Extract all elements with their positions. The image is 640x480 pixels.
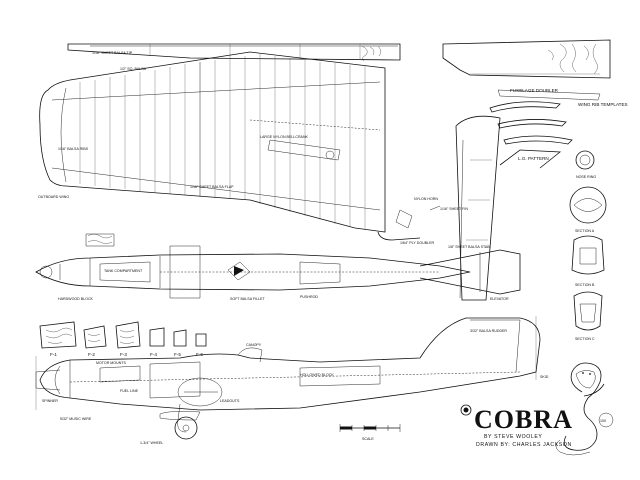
section-a-label: SECTION A bbox=[575, 229, 595, 233]
scale-bar: SCALE bbox=[339, 424, 401, 441]
stab-note: 1/8" SHEET BALSA STAB bbox=[448, 245, 490, 249]
wheel-note: 1-3/4" WHEEL bbox=[140, 441, 163, 445]
horn-note: NYLON HORN bbox=[414, 197, 438, 201]
wing-rib-note: 1/16" BALSA RIBS bbox=[58, 147, 89, 151]
section-b: SECTION B bbox=[571, 235, 605, 287]
nose-ring-label: NOSE RING bbox=[576, 175, 596, 179]
doubler-ply-note: 1/64" PLY DOUBLER bbox=[400, 241, 435, 245]
fin-note: 1/16" SHEET FIN bbox=[440, 207, 468, 211]
leadouts-note: LEADOUTS bbox=[220, 399, 240, 403]
skid-note: SKID bbox=[540, 375, 549, 379]
fuselage-side-view: SPINNER HOLLOWED BLOCK 3/32" BALSA RUDDE… bbox=[35, 241, 549, 445]
wing-rib-templates: WING RIB TEMPLATES bbox=[489, 89, 628, 145]
lg-pattern: L.G. PATTERN bbox=[499, 149, 562, 169]
formers-row: F-1 F-2 F-3 F-4 F-5 F-6 bbox=[39, 321, 207, 357]
fuselage-doubler-label: FUSELAGE DOUBLER bbox=[510, 88, 559, 93]
former-f5: F-5 bbox=[174, 352, 181, 357]
tank-note: TANK COMPARTMENT bbox=[104, 269, 143, 273]
hardwood-note: HARDWOOD BLOCK bbox=[58, 297, 94, 301]
fuel-line-note: FUEL LINE bbox=[120, 389, 139, 393]
section-c: SECTION C bbox=[573, 291, 603, 341]
scale-label: SCALE bbox=[362, 437, 374, 441]
fuselage-doubler-piece: FUSELAGE DOUBLER bbox=[442, 39, 611, 93]
wing-le-note: 1/2" SQ. BALSA bbox=[120, 67, 147, 71]
wing-flap-note: 1/16" SHEET BALSA FLAP bbox=[190, 185, 234, 189]
wing-sheet-strip: 1/16" SHEET BALSA TIP bbox=[67, 43, 401, 62]
drafter-credit: DRAWN BY: CHARLES JACKSON bbox=[476, 442, 572, 448]
former-f2: F-2 bbox=[88, 352, 95, 357]
vertical-fin: 1/16" SHEET FIN bbox=[440, 115, 501, 301]
wing-bellcrank-note: LARGE NYLON BELLCRANK bbox=[260, 135, 309, 139]
lg-pattern-label: L.G. PATTERN bbox=[518, 156, 549, 161]
nose-ring: NOSE RING bbox=[575, 150, 596, 179]
former-f6: F-6 bbox=[196, 352, 203, 357]
section-c-label: SECTION C bbox=[575, 337, 595, 341]
cobra-badge: 100 bbox=[600, 419, 606, 423]
section-a: SECTION A bbox=[569, 186, 607, 233]
wing-plan: 1/16" BALSA RIBS 1/16" SHEET BALSA FLAP … bbox=[38, 51, 386, 233]
plan-title: COBRA bbox=[474, 405, 573, 434]
designer-credit: BY STEVE WOOLEY bbox=[484, 434, 543, 440]
wing-top-note: 1/16" SHEET BALSA TIP bbox=[92, 51, 133, 55]
former-f3: F-3 bbox=[120, 352, 127, 357]
elevator-note: ELEVATOR bbox=[490, 297, 509, 301]
stab-hardware: NYLON HORN bbox=[377, 197, 441, 241]
spinner-note: SPINNER bbox=[42, 399, 58, 403]
lg-wire-note: 5/32" MUSIC WIRE bbox=[60, 417, 92, 421]
former-f4: F-4 bbox=[150, 352, 157, 357]
title-block: COBRA BY STEVE WOOLEY DRAWN BY: CHARLES … bbox=[460, 404, 573, 448]
outboard-note: OUTBOARD WING bbox=[38, 195, 69, 199]
former-f1: F-1 bbox=[50, 352, 57, 357]
section-b-label: SECTION B bbox=[575, 283, 595, 287]
rudder-note: 3/32" BALSA RUDDER bbox=[470, 329, 507, 333]
motor-mount-note: MOTOR MOUNTS bbox=[96, 361, 126, 365]
hollowed-note: HOLLOWED BLOCK bbox=[300, 373, 334, 377]
cobra-snake-icon: 100 bbox=[555, 362, 614, 456]
canopy-note: CANOPY bbox=[246, 343, 262, 347]
fillet-note: SOFT BALSA FILLET bbox=[230, 297, 265, 301]
pushrod-note: PUSHROD bbox=[300, 295, 318, 299]
rib-templates-label: WING RIB TEMPLATES bbox=[578, 102, 628, 107]
fuselage-top-view: TANK COMPARTMENT PUSHROD 1/8" SHEET BALS… bbox=[35, 233, 521, 301]
